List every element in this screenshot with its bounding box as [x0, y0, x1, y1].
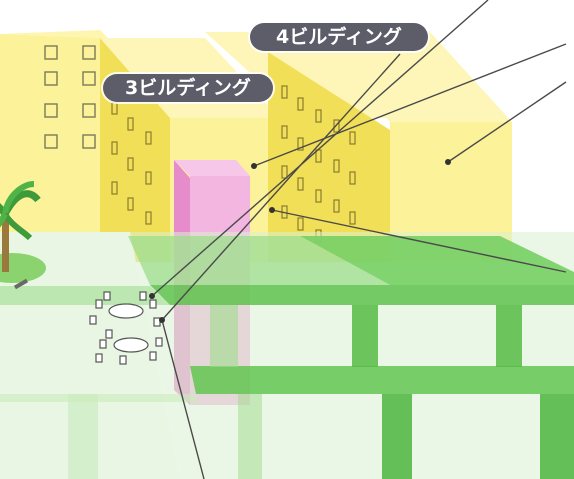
building-4-side-windows — [281, 85, 356, 243]
building-3-side-windows — [111, 101, 152, 225]
palm-tree — [0, 181, 46, 290]
building-4-label: 4ビルディング — [250, 23, 428, 51]
building-3-label: 3ビルディング — [103, 74, 273, 102]
green-canopy — [0, 236, 574, 479]
left-building-windows — [44, 45, 96, 149]
leader-dots — [149, 159, 451, 323]
leader-lines — [151, 0, 567, 479]
cafe-tables — [89, 291, 163, 365]
